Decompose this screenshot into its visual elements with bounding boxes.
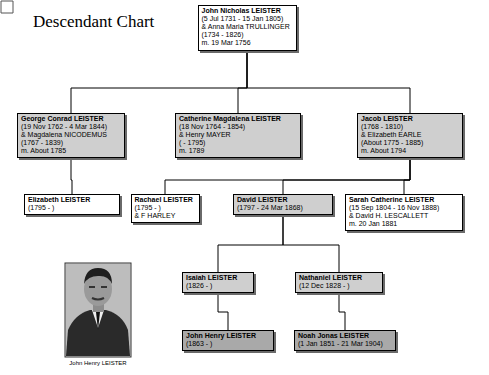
family-line: [218, 293, 228, 330]
person-detail: (5 Jul 1731 - 15 Jan 1805): [202, 15, 293, 23]
person-name: Noah Jonas LEISTER: [298, 332, 392, 340]
family-line: [283, 158, 410, 194]
person-box: Nathaniel LEISTER(12 Dec 1828 - ): [295, 272, 383, 293]
person-box: Noah Jonas LEISTER(1 Jan 1851 - 21 Mar 1…: [294, 330, 396, 351]
person-detail: m. About 1794: [361, 147, 459, 155]
family-line: [165, 158, 410, 194]
person-detail: m. 20 Jan 1881: [349, 220, 459, 228]
person-detail: & Anna Maria TRULLINGER: [202, 23, 293, 31]
person-name: Rachael LEISTER: [135, 196, 196, 204]
person-detail: (1826 - ): [186, 282, 250, 290]
family-line: [283, 215, 339, 272]
person-detail: (1734 - 1826): [202, 31, 293, 39]
portrait-photo: [65, 263, 131, 357]
person-box: David LEISTER(1797 - 24 Mar 1868): [233, 194, 333, 215]
person-detail: (1797 - 24 Mar 1868): [237, 204, 329, 212]
person-detail: (1795 - ): [28, 204, 116, 212]
person-detail: m. About 1785: [21, 147, 121, 155]
family-line: [218, 215, 283, 272]
person-box: John Nicholas LEISTER(5 Jul 1731 - 15 Ja…: [198, 5, 297, 51]
family-line: [247, 51, 410, 113]
person-name: John Henry LEISTER: [186, 332, 270, 340]
person-name: George Conrad LEISTER: [21, 115, 121, 123]
person-box: Isaiah LEISTER(1826 - ): [182, 272, 254, 293]
person-detail: (18 Nov 1764 - 1854): [179, 123, 297, 131]
person-detail: & F HARLEY: [135, 212, 196, 220]
person-detail: (1768 - 1810): [361, 123, 459, 131]
person-box: John Henry LEISTER(1863 - ): [182, 330, 274, 351]
person-box: Rachael LEISTER(1795 - )& F HARLEY: [131, 194, 200, 223]
person-detail: & Elizabeth EARLE: [361, 131, 459, 139]
person-detail: m. 19 Mar 1756: [202, 39, 293, 47]
person-detail: m. 1789: [179, 147, 297, 155]
person-name: Nathaniel LEISTER: [299, 274, 379, 282]
person-box: George Conrad LEISTER(19 Nov 1762 - 4 Ma…: [17, 113, 125, 158]
person-detail: & Henry MAYER: [179, 131, 297, 139]
person-name: Catherine Magdalena LEISTER: [179, 115, 297, 123]
person-box: Jacob LEISTER(1768 - 1810)& Elizabeth EA…: [357, 113, 463, 158]
family-line: [404, 158, 410, 194]
person-detail: (About 1775 - 1885): [361, 139, 459, 147]
person-name: Sarah Catherine LEISTER: [349, 196, 459, 204]
person-name: Isaiah LEISTER: [186, 274, 250, 282]
family-line: [71, 51, 247, 113]
person-detail: & David H. LESCALLETT: [349, 212, 459, 220]
person-detail: (15 Sep 1804 - 16 Nov 1888): [349, 204, 459, 212]
chart-title: Descendant Chart: [33, 12, 154, 32]
person-detail: ( - 1795): [179, 139, 297, 147]
person-box: Catherine Magdalena LEISTER(18 Nov 1764 …: [175, 113, 301, 158]
family-line: [71, 158, 72, 194]
person-box: Sarah Catherine LEISTER(15 Sep 1804 - 16…: [345, 194, 463, 231]
person-detail: & Magdalena NICODEMUS: [21, 131, 121, 139]
person-detail: (1 Jan 1851 - 21 Mar 1904): [298, 340, 392, 348]
person-detail: (1767 - 1839): [21, 139, 121, 147]
photo-caption: John Henry LEISTER: [69, 360, 126, 366]
person-detail: (1863 - ): [186, 340, 270, 348]
person-detail: (19 Nov 1762 - 4 Mar 1844): [21, 123, 121, 131]
person-name: Jacob LEISTER: [361, 115, 459, 123]
person-name: Elizabeth LEISTER: [28, 196, 116, 204]
corner-mark: [1, 1, 13, 13]
family-line: [238, 51, 247, 113]
person-box: Elizabeth LEISTER(1795 - ): [24, 194, 120, 215]
family-line: [339, 293, 345, 330]
person-name: David LEISTER: [237, 196, 329, 204]
person-name: John Nicholas LEISTER: [202, 7, 293, 15]
person-detail: (1795 - ): [135, 204, 196, 212]
person-detail: (12 Dec 1828 - ): [299, 282, 379, 290]
